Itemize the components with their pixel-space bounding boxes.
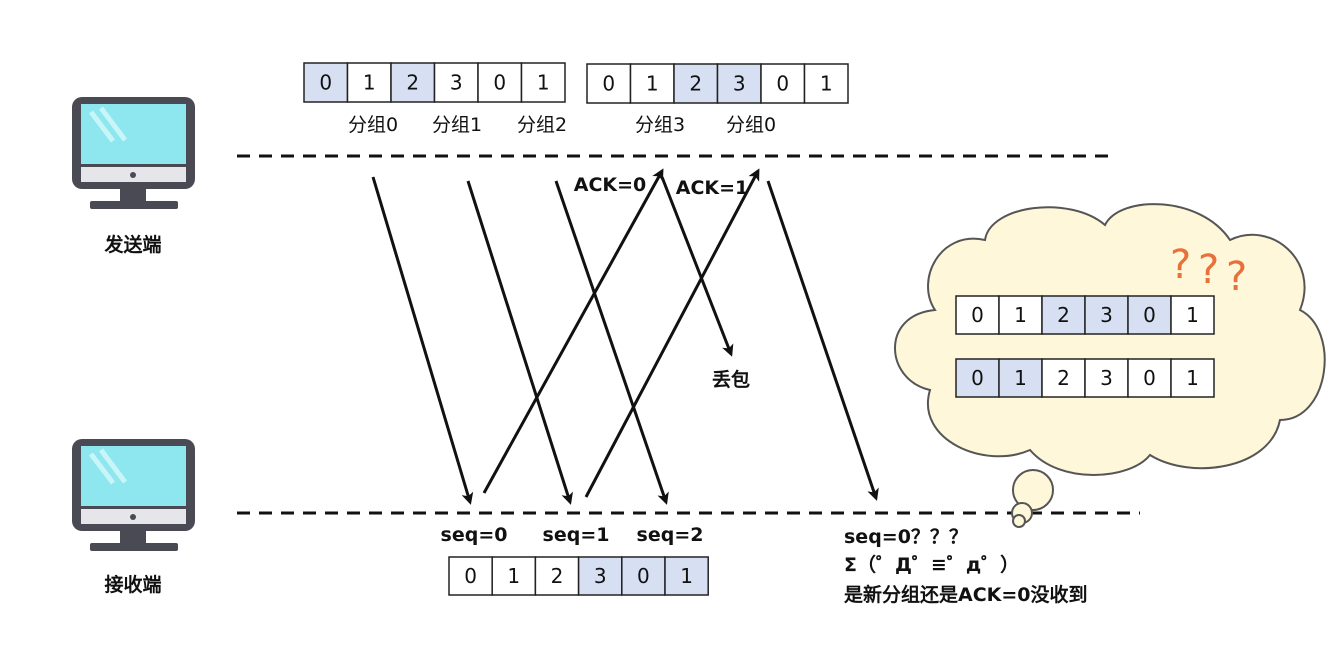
window-cell: 0 [955, 295, 1000, 335]
window-cell: 3 [1084, 358, 1129, 398]
caption-packet-1: 分组1 [432, 114, 482, 136]
seq-2-label: seq=2 [637, 524, 704, 546]
transmission-arrows [371, 168, 879, 505]
window-cell: 1 [629, 63, 675, 104]
window-cell-value: 1 [1014, 366, 1027, 390]
window-cell-value: 3 [450, 71, 463, 95]
window-cell-value: 0 [493, 71, 506, 95]
window-cell-value: 1 [1014, 303, 1027, 327]
window-cell: 3 [716, 63, 762, 104]
window-cell: 1 [998, 358, 1043, 398]
caption-packet-2: 分组2 [517, 114, 567, 136]
window-cell: 2 [534, 556, 580, 596]
sender-computer-icon [72, 97, 195, 209]
window-cell: 2 [1041, 295, 1086, 335]
window-cell: 1 [998, 295, 1043, 335]
window-cell: 3 [1084, 295, 1129, 335]
window-cell-value: 0 [776, 72, 789, 96]
window-cell-value: 3 [594, 564, 607, 588]
window-cell-value: 2 [1057, 303, 1070, 327]
arrow-ack-1 [584, 168, 760, 498]
arrow-ack-0-lost [660, 176, 734, 357]
receiver-window: 0 1 2 3 0 1 [448, 556, 709, 596]
window-cell-value: 3 [1100, 303, 1113, 327]
receiver-note-line-1: seq=0？？？ [844, 526, 968, 548]
window-cell-value: 3 [733, 72, 746, 96]
lost-label: 丢包 [712, 368, 750, 391]
window-cell-value: 0 [1143, 303, 1156, 327]
window-cell: 0 [303, 62, 349, 103]
window-cell-value: 1 [1186, 366, 1199, 390]
window-cell-value: 1 [1186, 303, 1199, 327]
thought-cloud [894, 203, 1326, 528]
window-cell: 2 [1041, 358, 1086, 398]
window-cell: 3 [433, 62, 479, 103]
window-cell-value: 0 [602, 72, 615, 96]
window-cell-value: 2 [406, 71, 419, 95]
receiver-label: 接收端 [104, 573, 161, 596]
window-cell: 2 [673, 63, 719, 104]
window-cell: 1 [491, 556, 537, 596]
window-cell: 0 [1127, 295, 1172, 335]
sender-window-b: 0 1 2 3 0 1 [586, 63, 849, 104]
window-cell-value: 1 [363, 71, 376, 95]
window-cell: 1 [1170, 358, 1215, 398]
window-cell-value: 1 [680, 564, 693, 588]
cloud-window-top: 0 1 2 3 0 1 [955, 295, 1215, 335]
cloud-window-bottom: 0 1 2 3 0 1 [955, 358, 1215, 398]
window-cell-value: 3 [1100, 366, 1113, 390]
window-cell: 1 [346, 62, 392, 103]
question-mark-1: ? [1170, 242, 1191, 288]
arrow-packet-0-again [766, 180, 879, 501]
window-cell: 0 [477, 62, 523, 103]
window-cell: 0 [621, 556, 666, 596]
window-cell-value: 2 [551, 564, 564, 588]
window-cell: 3 [577, 556, 623, 596]
seq-0-label: seq=0 [441, 524, 508, 546]
caption-packet-0-again: 分组0 [726, 114, 776, 136]
ack-1-label: ACK=1 [676, 177, 749, 199]
arrow-ack-0 [482, 168, 664, 494]
window-cell-value: 1 [507, 564, 520, 588]
window-cell: 0 [448, 556, 493, 596]
window-cell: 0 [1127, 358, 1172, 398]
sender-window-a: 0 1 2 3 0 1 [303, 62, 566, 103]
window-cell: 1 [1170, 295, 1215, 335]
window-cell-value: 0 [637, 564, 650, 588]
receiver-note-line-2: Σ（゜Д゜≡゜д゜） [844, 553, 1019, 576]
window-cell-value: 1 [537, 71, 550, 95]
ack-0-label: ACK=0 [574, 174, 647, 196]
window-cell-value: 2 [1057, 366, 1070, 390]
receiver-note-line-3: 是新分组还是ACK=0没收到 [844, 583, 1088, 606]
window-cell-value: 1 [646, 72, 659, 96]
window-cell-value: 0 [464, 564, 477, 588]
window-cell: 0 [955, 358, 1000, 398]
question-mark-3: ? [1226, 254, 1247, 300]
arrow-packet-2 [554, 180, 669, 505]
window-cell: 2 [390, 62, 436, 103]
question-mark-2: ? [1198, 247, 1219, 293]
window-cell: 0 [586, 63, 632, 104]
arrow-packet-0 [371, 176, 474, 505]
window-cell: 1 [803, 63, 849, 104]
caption-packet-3: 分组3 [635, 114, 685, 136]
receiver-computer-icon [72, 439, 195, 551]
window-cell-value: 0 [319, 71, 332, 95]
window-cell-value: 0 [971, 303, 984, 327]
arrow-packet-1 [466, 180, 573, 505]
caption-packet-0: 分组0 [348, 114, 398, 136]
window-cell-value: 1 [820, 72, 833, 96]
seq-1-label: seq=1 [543, 524, 610, 546]
window-cell: 0 [760, 63, 806, 104]
window-cell: 1 [520, 62, 566, 103]
window-cell-value: 2 [689, 72, 702, 96]
window-cell-value: 0 [971, 366, 984, 390]
window-cell-value: 0 [1143, 366, 1156, 390]
window-cell: 1 [664, 556, 709, 596]
sender-label: 发送端 [103, 233, 161, 256]
